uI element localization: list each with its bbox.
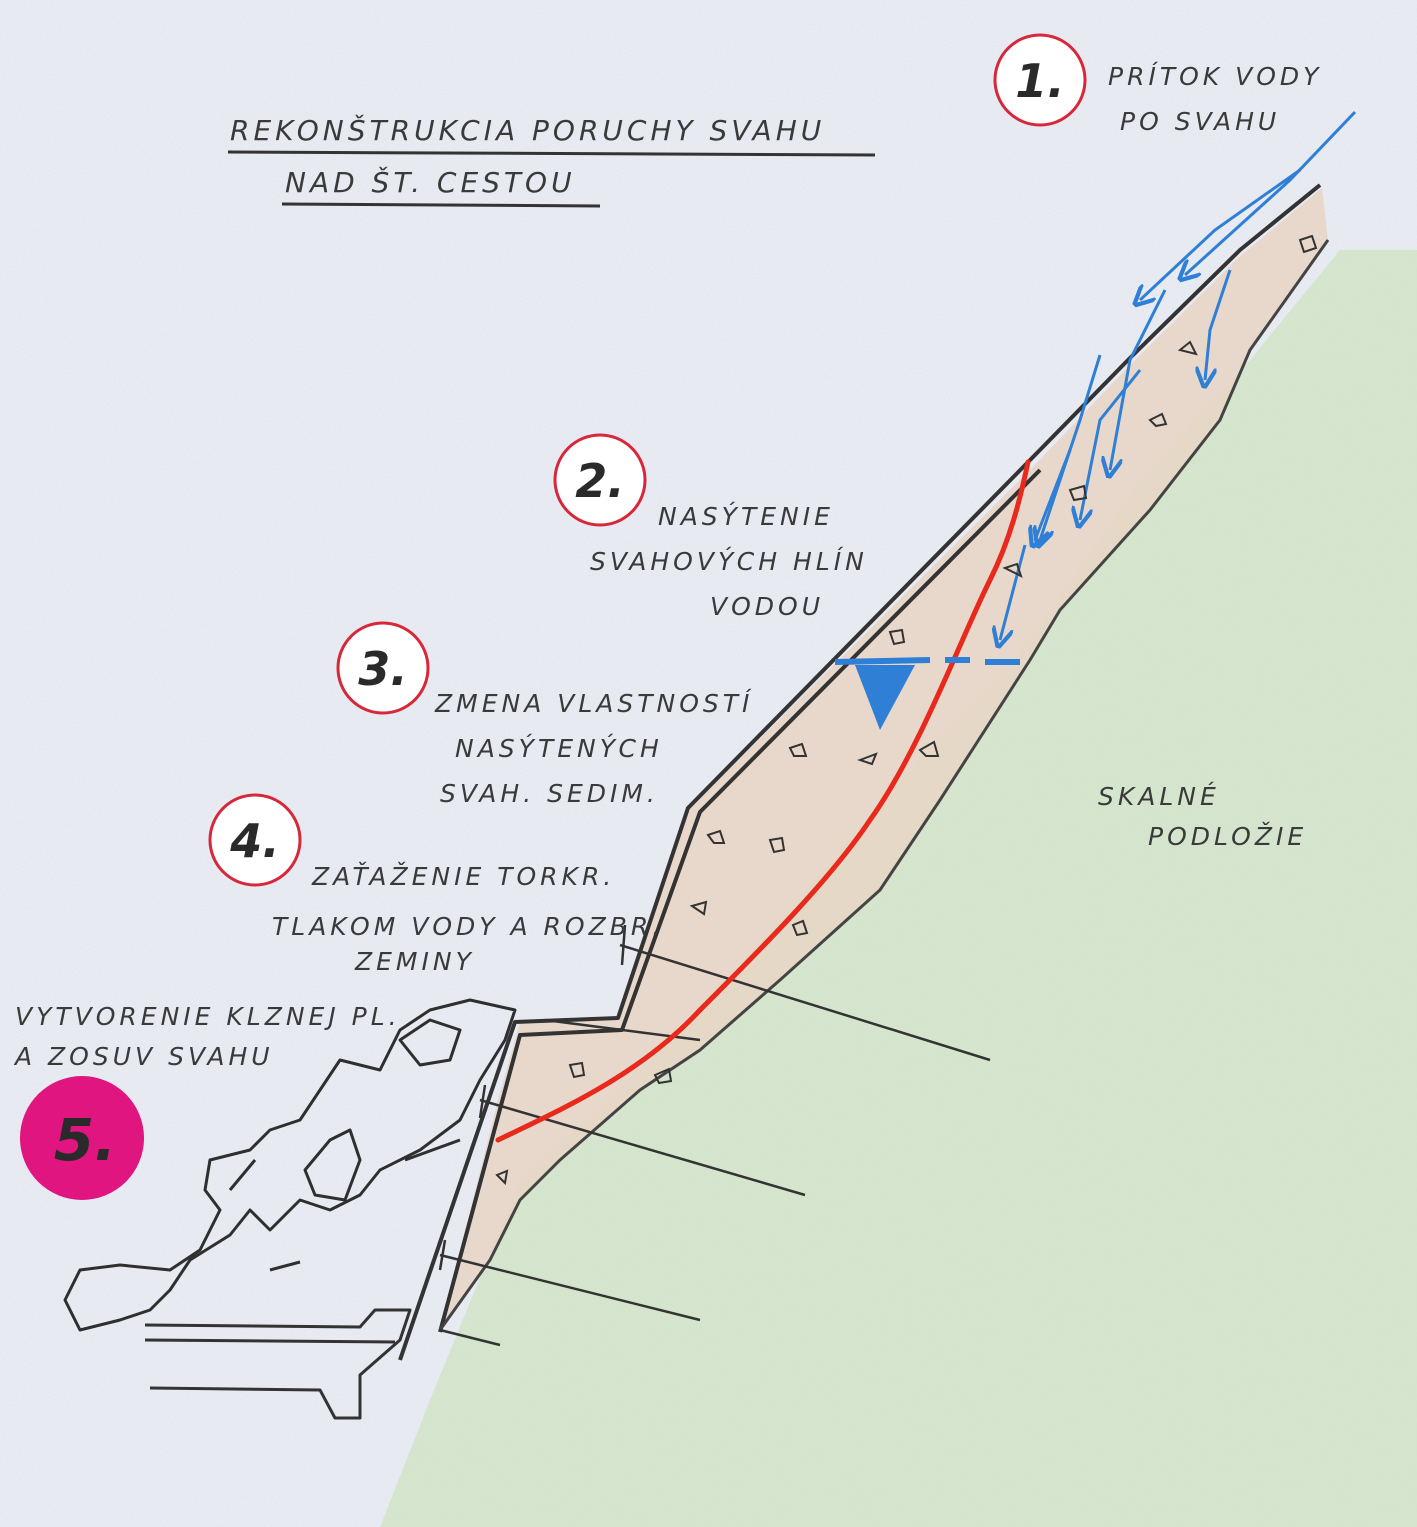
rock-fragments [495, 234, 1318, 1186]
step-1-circle [993, 33, 1087, 127]
step-2-label-line-3: VODOU [710, 592, 824, 621]
step-marker-2: 2. [553, 433, 647, 527]
step-3-label-line-2: NASÝTENÝCH [455, 734, 663, 763]
step-5-circle [20, 1076, 144, 1200]
bedrock-contact-line [438, 239, 1330, 1331]
road [144, 1308, 412, 1420]
step-marker-4: 4. [208, 793, 302, 887]
step-2-circle [553, 433, 647, 527]
title-underline-2 [281, 202, 601, 208]
step-3-label-line-1: ZMENA VLASTNOSTÍ [434, 689, 753, 718]
step-4-circle [208, 793, 302, 887]
step-marker-1: 1. [993, 33, 1087, 127]
step-1-number: 1. [1015, 54, 1064, 108]
bedrock-area [380, 250, 1417, 1527]
title-line-2: NAD ŠT. CESTOU [285, 165, 576, 199]
step-2-label-line-2: SVAHOVÝCH HLÍN [590, 547, 868, 576]
step-4-number: 4. [229, 814, 279, 868]
step-4-label-line-2: TLAKOM VODY A ROZBR. [272, 912, 664, 941]
step-2-number: 2. [575, 454, 624, 508]
step-5-label-line-2: A ZOSUV SVAHU [13, 1042, 274, 1071]
step-3-number: 3. [358, 642, 407, 696]
title-block: REKONŠTRUKCIA PORUCHY SVAHU NAD ŠT. CEST… [227, 113, 876, 208]
step-marker-3: 3. [336, 621, 430, 715]
step-5-number: 5. [54, 1106, 116, 1174]
step-5-label-line-1: VYTVORENIE KLZNEJ PL. [15, 1002, 401, 1031]
bedrock-label-line-1: SKALNÉ [1098, 782, 1220, 811]
step-4-label-line-3: ZEMINY [354, 947, 475, 976]
title-line-1: REKONŠTRUKCIA PORUCHY SVAHU [230, 113, 825, 147]
step-3-label-line-3: SVAH. SEDIM. [440, 779, 659, 808]
step-marker-5: 5. [20, 1076, 144, 1200]
landslide-debris [63, 998, 517, 1332]
step-3-circle [336, 621, 430, 715]
step-4-label-line-1: ZAŤAŽENIE TORKR. [311, 862, 615, 891]
water-flow-arrows [1000, 110, 1357, 640]
bedrock-label-line-2: PODLOŽIE [1148, 822, 1307, 851]
water-table [834, 657, 1020, 730]
step-1-label-line-2: PO SVAHU [1120, 107, 1280, 136]
title-underline-1 [227, 150, 876, 157]
step-2-label-line-1: NASÝTENIE [658, 502, 834, 531]
slip-surface-line [495, 459, 1031, 1143]
step-1-label-line-1: PRÍTOK VODY [1108, 62, 1322, 91]
